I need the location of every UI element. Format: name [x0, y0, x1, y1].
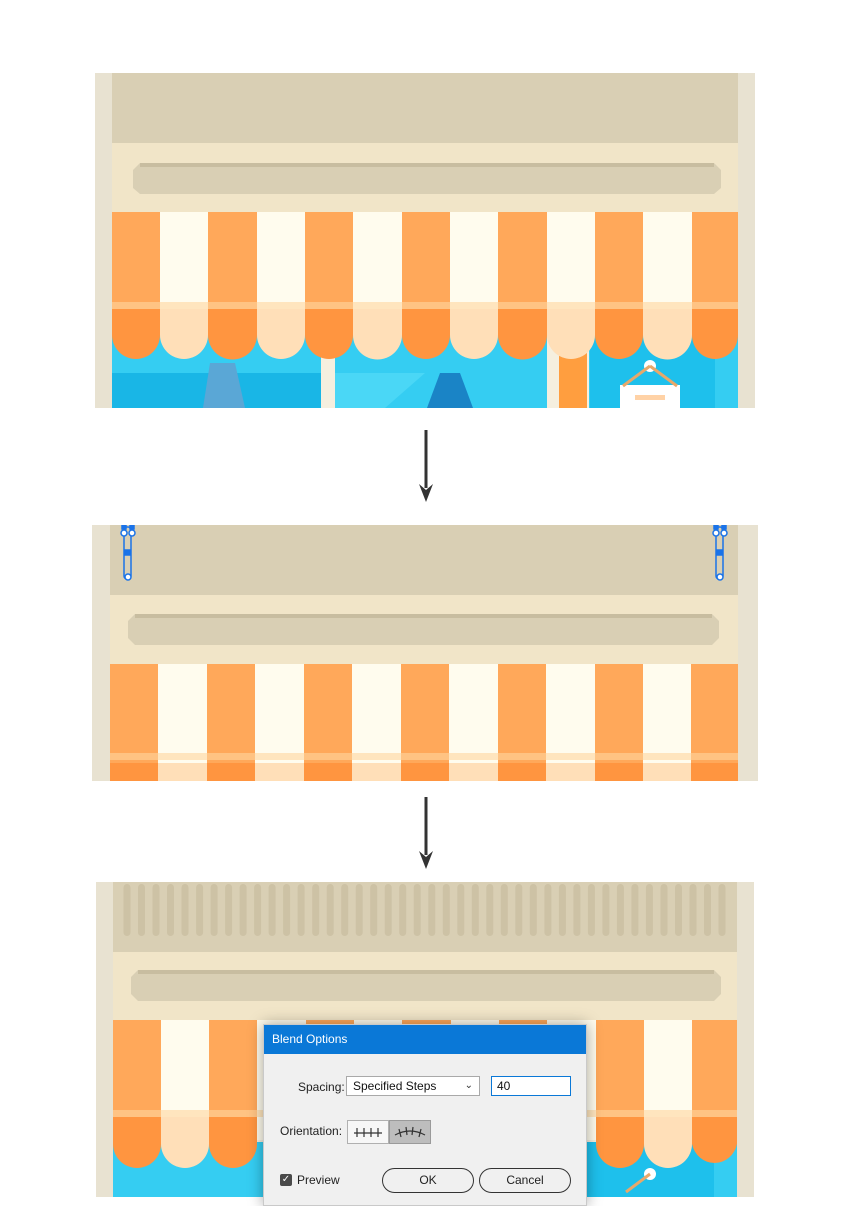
- storefront-step-2: [92, 525, 758, 781]
- blend-strip: [689, 884, 697, 936]
- steps-input[interactable]: 40: [491, 1076, 571, 1096]
- cancel-button[interactable]: Cancel: [479, 1168, 571, 1193]
- selected-strip-right: [712, 525, 728, 581]
- blend-options-dialog: Blend Options Spacing: Specified Steps ⌄…: [263, 1024, 587, 1206]
- align-to-page-icon: [354, 1128, 382, 1137]
- orientation-label: Orientation:: [280, 1124, 343, 1138]
- blend-strip: [442, 884, 450, 936]
- blend-strip: [413, 884, 421, 936]
- awning-stripes: [110, 664, 738, 781]
- blend-strip: [486, 884, 494, 936]
- blend-strip: [529, 884, 537, 936]
- blend-strip: [573, 884, 581, 936]
- storefront-illustration: [95, 73, 755, 408]
- blend-strip: [428, 884, 436, 936]
- blend-strip: [645, 884, 653, 936]
- spacing-select[interactable]: Specified Steps ⌄: [346, 1076, 480, 1096]
- blend-strip: [326, 884, 334, 936]
- blend-strip: [587, 884, 595, 936]
- preview-checkbox[interactable]: ✓: [280, 1174, 292, 1186]
- down-arrow-icon: [419, 430, 433, 502]
- blend-strip: [471, 884, 479, 936]
- blend-strips: [123, 884, 726, 936]
- blend-strip: [544, 884, 552, 936]
- storefront-step-1: [95, 73, 755, 408]
- blend-strip: [515, 884, 523, 936]
- blend-strip: [341, 884, 349, 936]
- blend-strip: [152, 884, 160, 936]
- spacing-select-value: Specified Steps: [353, 1079, 437, 1093]
- blend-strip: [602, 884, 610, 936]
- blend-strip: [384, 884, 392, 936]
- blend-strip: [239, 884, 247, 936]
- blend-strip: [660, 884, 668, 936]
- preview-label: Preview: [297, 1173, 340, 1187]
- blend-strip: [138, 884, 145, 936]
- blend-strip: [210, 884, 218, 936]
- align-to-path-button[interactable]: [389, 1120, 431, 1144]
- blend-strip: [500, 884, 508, 936]
- selected-strip-left: [120, 525, 136, 581]
- spacing-label: Spacing:: [298, 1080, 345, 1094]
- blend-strip: [283, 884, 291, 936]
- blend-strip: [675, 884, 682, 936]
- chevron-down-icon: ⌄: [464, 1080, 473, 1091]
- blend-strip: [558, 884, 566, 936]
- blend-strip: [225, 884, 233, 936]
- blend-strip: [399, 884, 407, 936]
- blend-strip: [616, 884, 624, 936]
- blend-strip: [123, 884, 131, 936]
- blend-strip: [370, 884, 378, 936]
- align-to-page-button[interactable]: [347, 1120, 389, 1144]
- down-arrow-icon: [419, 797, 433, 869]
- blend-strip: [268, 884, 276, 936]
- blend-strip: [297, 884, 305, 936]
- awning-scallops: [112, 309, 738, 360]
- blend-strip: [312, 884, 320, 936]
- blend-strip: [631, 884, 639, 936]
- blend-strip: [181, 884, 189, 936]
- blend-strip: [704, 884, 711, 936]
- blend-strip: [196, 884, 204, 936]
- dialog-title: Blend Options: [264, 1025, 586, 1054]
- ok-button[interactable]: OK: [382, 1168, 474, 1193]
- blend-strip: [167, 884, 174, 936]
- blend-strip: [254, 884, 262, 936]
- align-to-path-icon: [394, 1126, 426, 1138]
- awning-scallop-tops: [110, 763, 738, 781]
- blend-strip: [457, 884, 465, 936]
- awning-scallops: [113, 1117, 737, 1168]
- blend-strip: [718, 884, 726, 936]
- blend-strip: [355, 884, 363, 936]
- awning-selection-illustration: [92, 525, 758, 781]
